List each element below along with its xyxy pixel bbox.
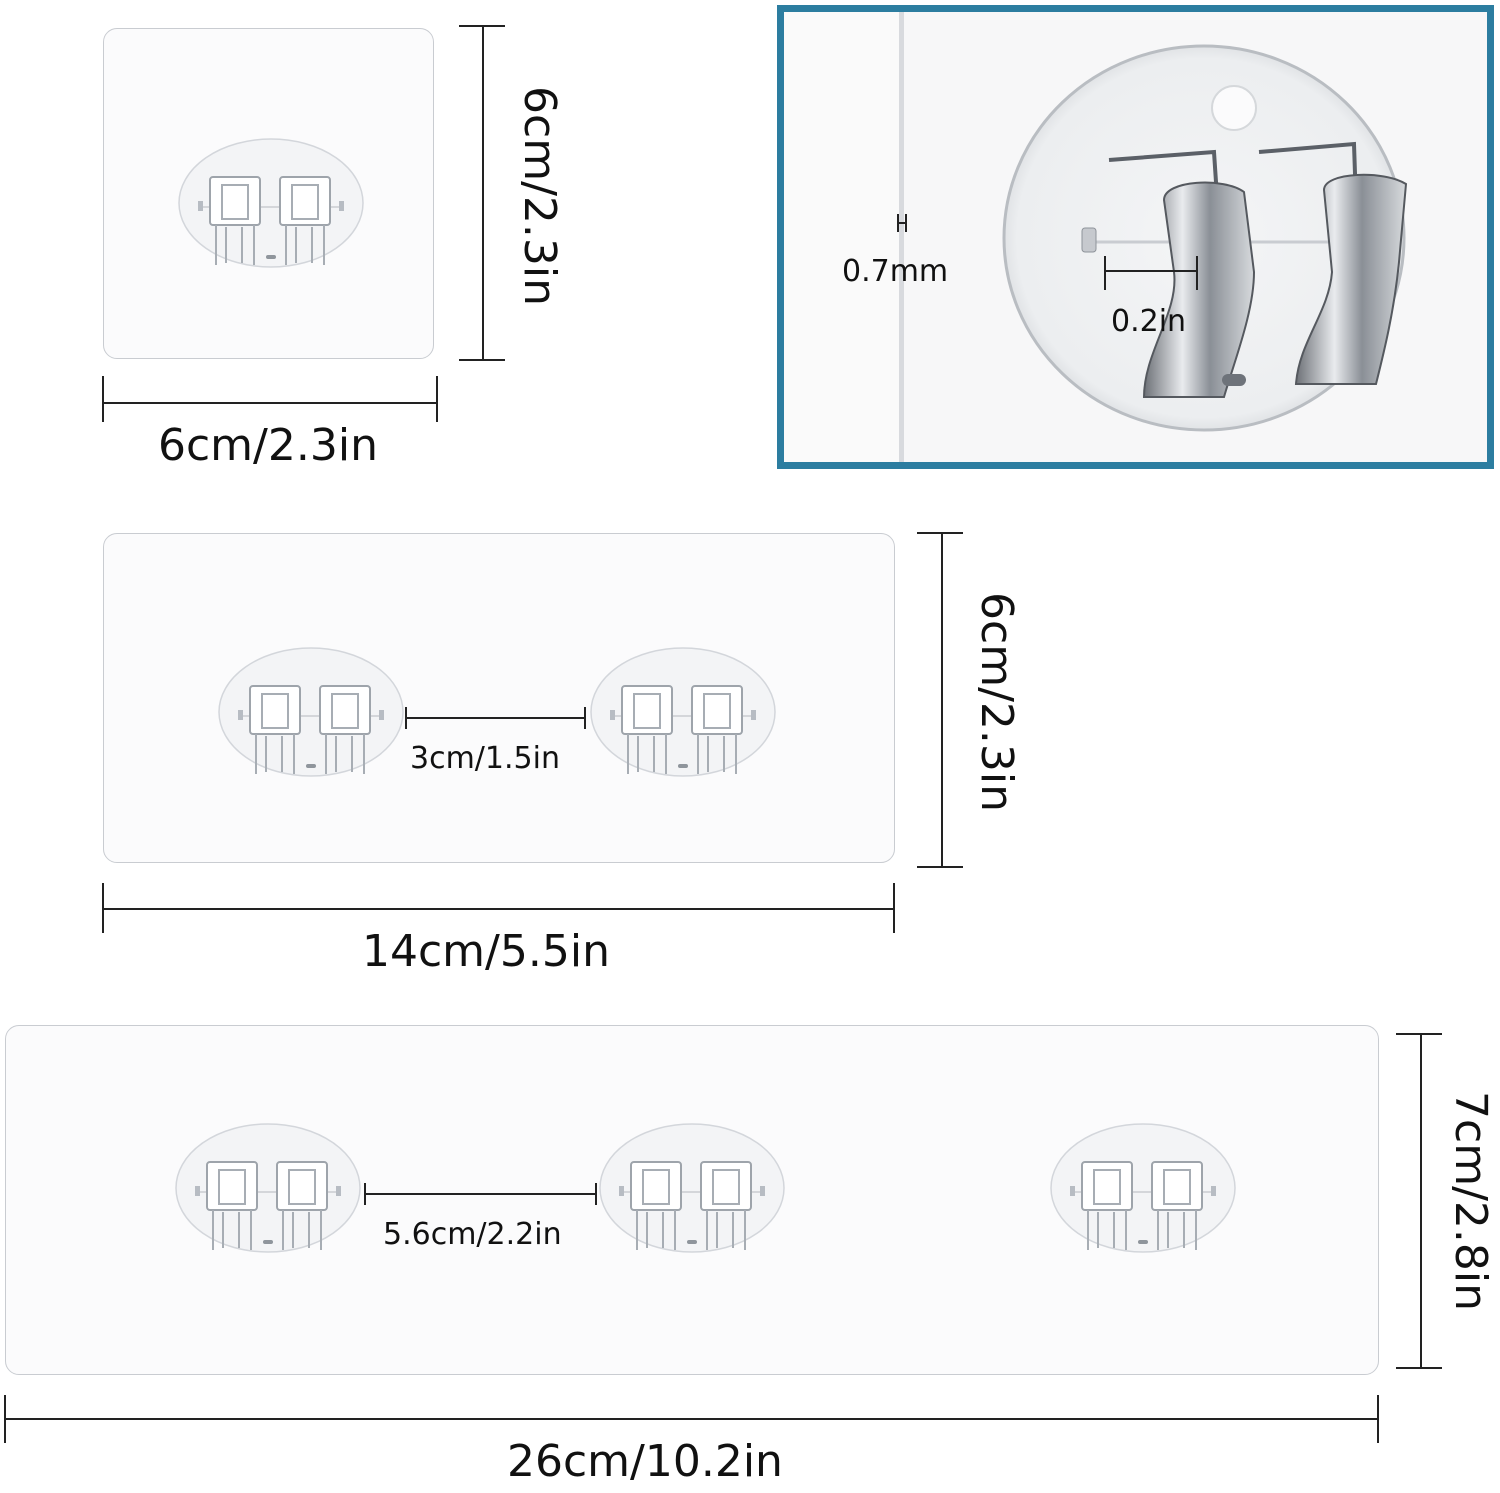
hook-detail-illustration	[784, 12, 1408, 462]
gap-tick	[1196, 256, 1198, 290]
small-pad-width-line	[102, 402, 438, 404]
small-pad	[103, 28, 434, 359]
dimension-tick	[436, 376, 438, 422]
hook-icon	[218, 647, 404, 777]
large-pad	[5, 1025, 1379, 1375]
large-pad-height-label: 7cm/2.8in	[1445, 1091, 1496, 1311]
medium-spacing-line	[405, 717, 586, 719]
small-pad-height-label: 6cm/2.3in	[514, 86, 565, 306]
thickness-label: 0.7mm	[842, 254, 949, 289]
large-spacing-line	[364, 1193, 597, 1195]
hook-icon	[178, 138, 364, 268]
gap-tick	[1104, 256, 1106, 290]
medium-pad-height-line	[941, 532, 943, 868]
dimension-tick	[917, 866, 963, 868]
large-spacing-label: 5.6cm/2.2in	[383, 1217, 562, 1252]
dimension-tick	[917, 532, 963, 534]
dimension-tick	[102, 376, 104, 422]
medium-pad-height-label: 6cm/2.3in	[971, 592, 1022, 812]
large-pad-width-line	[4, 1418, 1379, 1420]
hook-gap-label: 0.2in	[1111, 304, 1187, 339]
hook-icon	[599, 1123, 785, 1253]
dimension-tick	[1396, 1033, 1442, 1035]
medium-spacing-label: 3cm/1.5in	[410, 741, 560, 776]
detail-zoom-frame: 0.7mm 0.2in	[777, 5, 1494, 469]
dimension-tick	[1396, 1367, 1442, 1369]
thickness-line	[897, 222, 907, 224]
medium-pad	[103, 533, 895, 863]
large-pad-width-label: 26cm/10.2in	[507, 1436, 783, 1487]
gap-line	[1104, 270, 1196, 272]
hook-icon	[590, 647, 776, 777]
medium-pad-width-line	[102, 908, 895, 910]
small-pad-width-label: 6cm/2.3in	[158, 420, 378, 471]
hook-icon	[175, 1123, 361, 1253]
large-pad-height-line	[1420, 1033, 1422, 1369]
small-pad-height-line	[482, 25, 484, 361]
hook-icon	[1050, 1123, 1236, 1253]
medium-pad-width-label: 14cm/5.5in	[362, 926, 610, 977]
